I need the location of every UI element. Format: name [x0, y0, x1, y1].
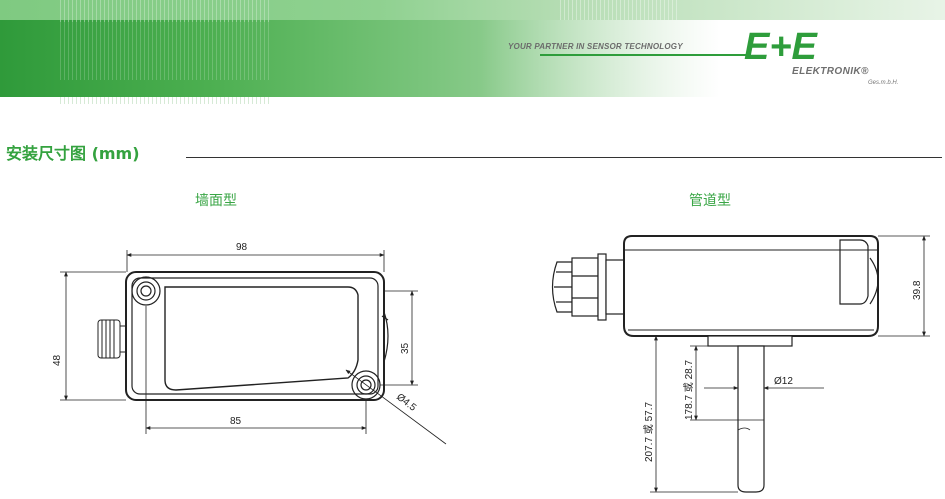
dim-height-total: 48 [52, 354, 63, 366]
logo-name: ELEKTRONIK® [792, 66, 869, 77]
banner-stripes [560, 0, 680, 20]
duct-dimension-lines [650, 235, 930, 493]
wall-type-drawing [97, 271, 389, 401]
probe [737, 345, 765, 493]
dim-hole-spacing-v: 35 [400, 342, 411, 354]
logo-mark: E+E [744, 26, 819, 66]
duct-view-title: 管道型 [689, 193, 731, 209]
wall-housing-face [164, 286, 359, 391]
wall-housing-outer [125, 271, 385, 401]
dim-hole-spacing-h: 85 [230, 416, 242, 427]
duct-type-drawing [551, 235, 879, 493]
header-banner: YOUR PARTNER IN SENSOR TECHNOLOGY E+E EL… [0, 0, 945, 97]
logo-suffix: Ges.m.b.H. [868, 80, 899, 86]
banner-top-band [0, 0, 945, 20]
probe-flange [707, 335, 793, 347]
dim-width-total: 98 [236, 242, 248, 253]
dim-probe-length-long: 207.7 或 57.7 [643, 402, 655, 462]
cable-gland [551, 253, 625, 321]
dim-hole-diameter: Ø4.5 [394, 392, 418, 414]
dim-duct-height: 39.8 [912, 280, 923, 300]
dim-probe-diameter: Ø12 [774, 376, 793, 387]
banner-logo-area [720, 20, 945, 97]
wall-view-title: 墙面型 [195, 193, 237, 209]
banner-stripes [60, 20, 270, 80]
company-logo: E+E [744, 26, 819, 66]
section-rule [186, 157, 942, 158]
cable-connector [97, 319, 129, 359]
banner-fade [480, 20, 720, 97]
section-title: 安装尺寸图 (mm) [6, 144, 140, 163]
duct-housing [623, 235, 879, 337]
banner-stripes [60, 0, 270, 22]
mounting-hole [131, 276, 161, 306]
wall-dimension-lines [60, 250, 447, 445]
banner-under-stripes [60, 97, 270, 104]
wall-housing-inner [131, 277, 379, 395]
dim-probe-length-short: 178.7 或 28.7 [683, 360, 695, 420]
banner-tagline: YOUR PARTNER IN SENSOR TECHNOLOGY [508, 42, 683, 51]
tagline-underline [540, 54, 750, 56]
